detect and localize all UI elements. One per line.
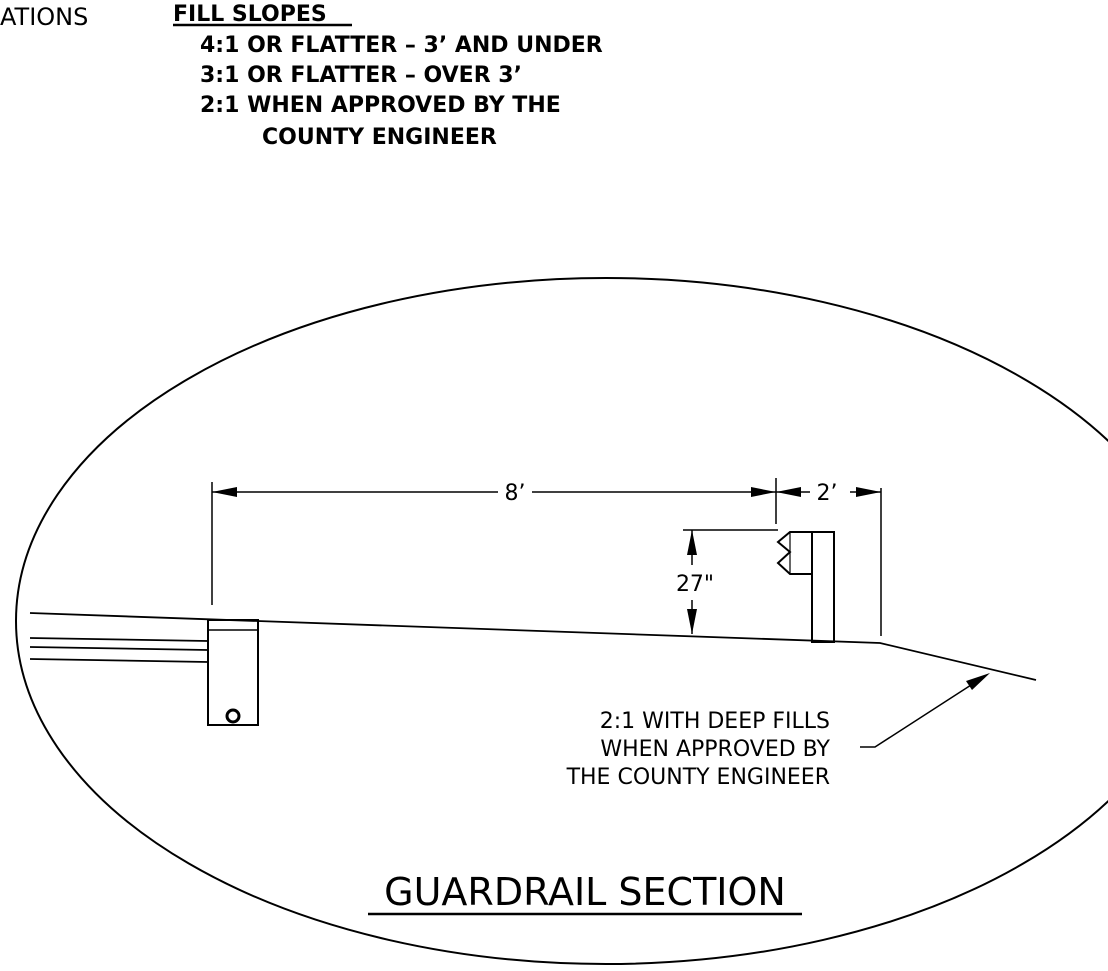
header-fragment: ATIONS [0, 3, 88, 31]
detail-ellipse [15, 277, 1108, 965]
curb-block [207, 619, 259, 726]
pavement-layer-2 [29, 646, 209, 651]
callout-arrow [966, 673, 990, 690]
dim-2-label: 2’ [817, 481, 838, 506]
pavement-layer-3 [29, 658, 209, 663]
pavement-layer-1 [29, 637, 209, 642]
dim-2-arrow-left [776, 487, 801, 497]
fill-slopes-line-3: 2:1 WHEN APPROVED BY THE [200, 93, 561, 118]
guardrail-post [811, 531, 835, 643]
callout-line-3: THE COUNTY ENGINEER [566, 765, 830, 790]
drain-hole-icon [225, 708, 241, 724]
w-beam-rail [776, 531, 812, 575]
section-title: GUARDRAIL SECTION [384, 870, 786, 914]
ground-line [29, 612, 1037, 681]
dim-27-arrow-bottom [687, 609, 697, 634]
dim-8-label: 8’ [505, 481, 526, 506]
fill-slopes-line-2: 3:1 OR FLATTER – OVER 3’ [200, 63, 522, 88]
callout-line-2: WHEN APPROVED BY [600, 737, 830, 762]
dim-27-arrow-top [687, 530, 697, 555]
fill-slopes-line-1: 4:1 OR FLATTER – 3’ AND UNDER [200, 33, 603, 58]
dim-8-arrow-right [751, 487, 776, 497]
dim-27-label: 27" [676, 572, 714, 597]
dim-8-arrow-left [212, 487, 237, 497]
dim-2-arrow-right [856, 487, 881, 497]
fill-slopes-title: FILL SLOPES [173, 2, 327, 27]
fill-slopes-line-4: COUNTY ENGINEER [262, 125, 497, 150]
callout-line-1: 2:1 WITH DEEP FILLS [600, 709, 830, 734]
callout-leader [860, 675, 986, 748]
